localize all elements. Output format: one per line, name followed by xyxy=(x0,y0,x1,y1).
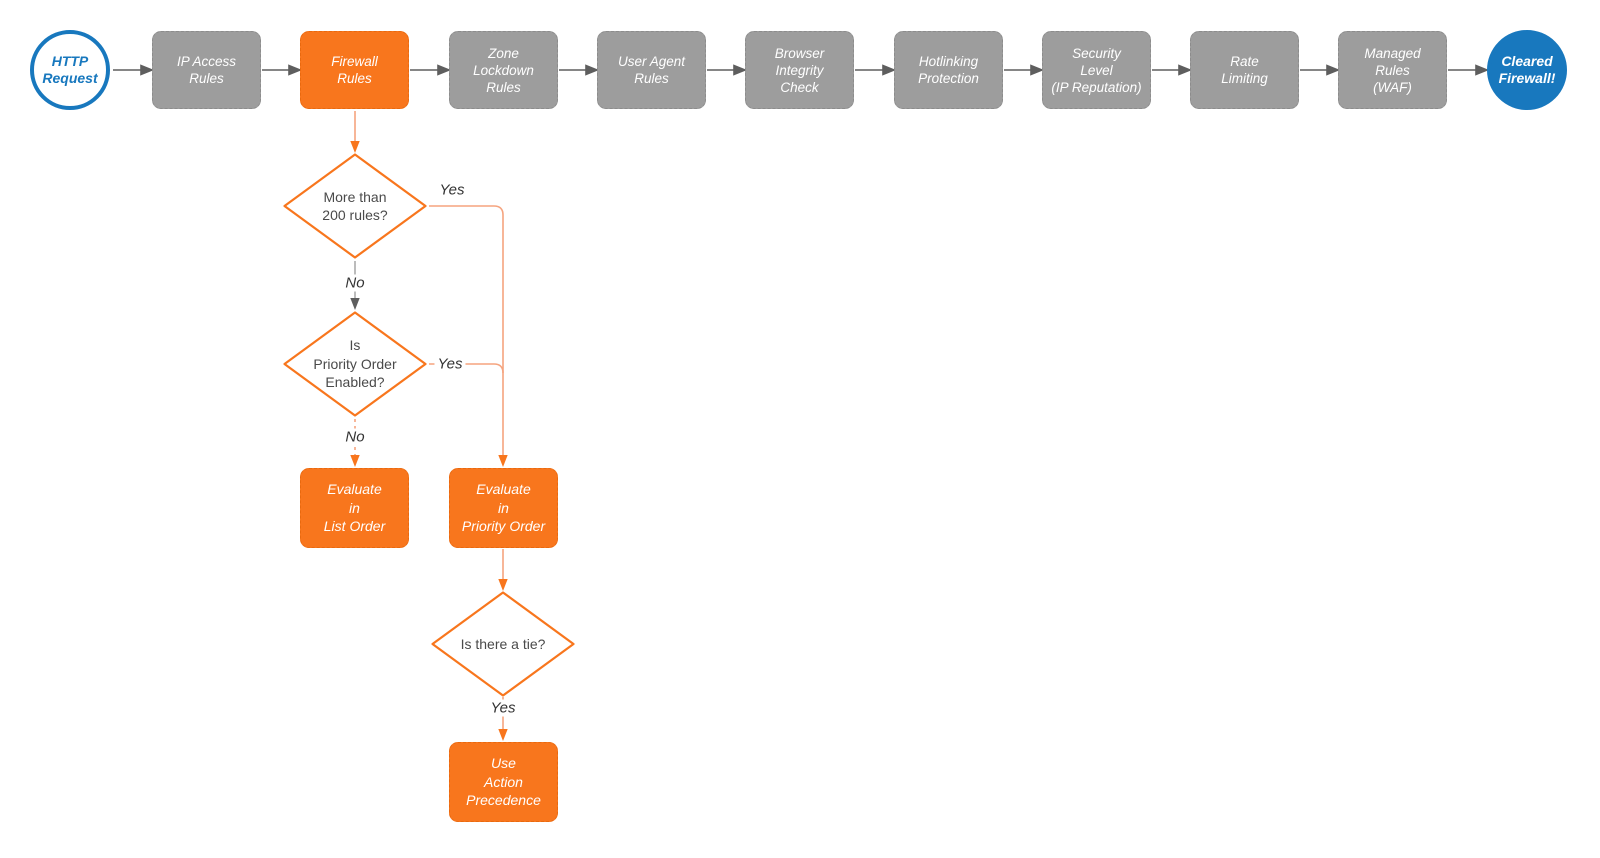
stage-label: User Agent Rules xyxy=(617,54,686,86)
decision-label: More than 200 rules? xyxy=(322,188,388,224)
decision-label: Is Priority Order Enabled? xyxy=(313,337,397,391)
stage-rate-limiting: Rate Limiting xyxy=(1190,31,1299,109)
start-node-label: HTTP Request xyxy=(42,53,98,86)
connector-decision2-yes xyxy=(429,363,504,374)
edge-label-no-decision2: No xyxy=(342,428,368,446)
edge-label-yes-decision1: Yes xyxy=(436,181,468,199)
action-label: Evaluate in List Order xyxy=(323,481,386,535)
decision-is-there-a-tie: Is there a tie? xyxy=(430,590,576,698)
stage-label: IP Access Rules xyxy=(176,54,237,86)
stage-user-agent-rules: User Agent Rules xyxy=(597,31,706,109)
action-evaluate-in-priority-order: Evaluate in Priority Order xyxy=(449,468,558,548)
connector-decision1-yes xyxy=(429,205,508,467)
action-label: Evaluate in Priority Order xyxy=(461,481,546,535)
stage-label: Browser Integrity Check xyxy=(774,45,825,95)
connector-decision2-no xyxy=(350,419,360,467)
diamond-shape xyxy=(283,153,427,259)
edge-label-yes-decision3: Yes xyxy=(487,699,519,717)
action-use-action-precedence: Use Action Precedence xyxy=(449,742,558,822)
end-node-label: Cleared Firewall! xyxy=(1498,53,1556,86)
stage-label: Zone Lockdown Rules xyxy=(473,45,534,95)
stage-firewall-rules: Firewall Rules xyxy=(300,31,409,109)
stage-hotlinking-protection: Hotlinking Protection xyxy=(894,31,1003,109)
decision-more-than-200-rules: More than 200 rules? xyxy=(282,152,428,260)
edge-label-yes-decision2: Yes xyxy=(434,355,466,373)
top-row-arrows xyxy=(113,64,1490,76)
stage-label: Managed Rules (WAF) xyxy=(1364,45,1421,95)
connector-priority-to-decision3 xyxy=(498,549,508,591)
diamond-shape xyxy=(283,311,427,417)
connector-firewall-to-decision1 xyxy=(350,111,360,153)
end-node-cleared-firewall: Cleared Firewall! xyxy=(1487,30,1567,110)
decision-priority-order-enabled: Is Priority Order Enabled? xyxy=(282,310,428,418)
decision-label: Is there a tie? xyxy=(460,635,546,652)
stage-managed-rules-waf: Managed Rules (WAF) xyxy=(1338,31,1447,109)
stage-label: Hotlinking Protection xyxy=(918,54,979,86)
edge-label-no-decision1: No xyxy=(342,274,368,292)
stage-label: Security Level (IP Reputation) xyxy=(1051,45,1142,95)
stage-security-level-ip-reputation: Security Level (IP Reputation) xyxy=(1042,31,1151,109)
stage-label: Firewall Rules xyxy=(331,54,378,86)
action-label: Use Action Precedence xyxy=(466,755,541,809)
stage-ip-access-rules: IP Access Rules xyxy=(152,31,261,109)
stage-zone-lockdown-rules: Zone Lockdown Rules xyxy=(449,31,558,109)
action-evaluate-in-list-order: Evaluate in List Order xyxy=(300,468,409,548)
stage-label: Rate Limiting xyxy=(1221,54,1268,86)
start-node-http-request: HTTP Request xyxy=(30,30,110,110)
stage-browser-integrity-check: Browser Integrity Check xyxy=(745,31,854,109)
diamond-shape xyxy=(431,591,575,697)
